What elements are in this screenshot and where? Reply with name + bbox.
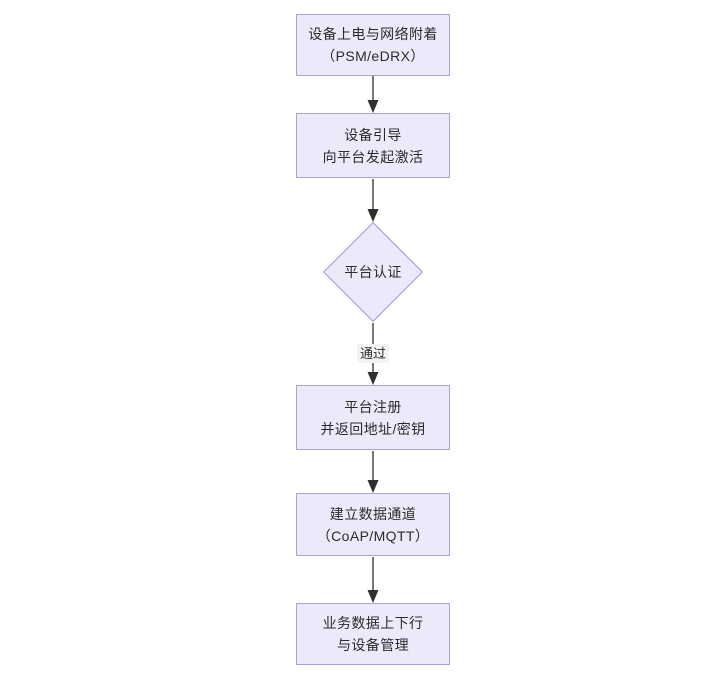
node-device-power-on[interactable]: 设备上电与网络附着 （PSM/eDRX） xyxy=(296,14,450,76)
node-label-line: 建立数据通道 xyxy=(329,505,417,522)
node-device-bootstrap[interactable]: 设备引导 向平台发起激活 xyxy=(296,113,450,178)
edge-label-pass: 通过 xyxy=(356,344,390,363)
node-label-line: （CoAP/MQTT） xyxy=(316,527,430,544)
node-label-line: 并返回地址/密钥 xyxy=(320,420,426,437)
node-business-data-and-device-management[interactable]: 业务数据上下行 与设备管理 xyxy=(296,603,450,665)
node-establish-data-channel[interactable]: 建立数据通道 （CoAP/MQTT） xyxy=(296,493,450,556)
edge-n5-n6 xyxy=(367,557,379,603)
node-label-line: 设备上电与网络附着 xyxy=(308,26,438,42)
diamond-shape xyxy=(323,222,423,322)
edge-n1-n2 xyxy=(367,76,379,113)
node-label-line: 与设备管理 xyxy=(337,637,409,653)
node-platform-authentication[interactable]: 平台认证 xyxy=(323,222,423,322)
node-label-line: 业务数据上下行 xyxy=(322,615,424,631)
node-label-line: 向平台发起激活 xyxy=(322,148,424,165)
node-platform-registration[interactable]: 平台注册 并返回地址/密钥 xyxy=(296,385,450,450)
edge-n2-n3 xyxy=(367,179,379,222)
edge-n4-n5 xyxy=(367,451,379,493)
node-label-line: （PSM/eDRX） xyxy=(321,48,425,64)
node-label-line: 平台注册 xyxy=(344,398,402,415)
node-label-line: 平台认证 xyxy=(344,264,402,280)
node-label-line: 设备引导 xyxy=(344,126,402,143)
